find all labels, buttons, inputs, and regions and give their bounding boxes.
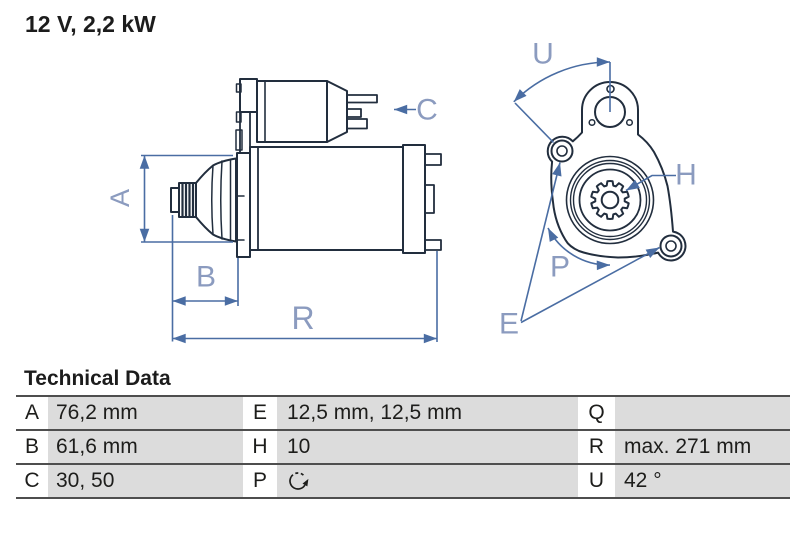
- clockwise-rotation-icon: [289, 472, 309, 490]
- dim-key: E: [243, 397, 277, 429]
- dim-value: 42 °: [615, 465, 790, 497]
- dim-key: U: [578, 465, 615, 497]
- table-row: B 61,6 mm H 10 R max. 271 mm: [16, 429, 790, 463]
- pinion-gear-front: [590, 180, 630, 220]
- drive-housing-cone: [195, 157, 237, 243]
- dim-label-e: E: [499, 308, 519, 341]
- solenoid-body: [256, 80, 328, 143]
- dim-key: A: [16, 397, 48, 429]
- dim-value: 61,6 mm: [48, 431, 243, 463]
- dim-value: 10: [277, 431, 578, 463]
- dim-value: [615, 397, 790, 429]
- flange-outline: [546, 81, 687, 262]
- page-title: 12 V, 2,2 kW: [25, 11, 156, 37]
- bolt-hole-upper: [550, 139, 574, 163]
- solenoid-terminal-rod: [346, 94, 378, 104]
- end-cap: [402, 144, 426, 254]
- dim-label-h: H: [675, 159, 697, 192]
- dim-label-p: P: [550, 251, 570, 284]
- dim-value: 76,2 mm: [48, 397, 243, 429]
- dim-key: P: [243, 465, 277, 497]
- mounting-plate-edge: [236, 152, 251, 258]
- front-view: [546, 81, 687, 262]
- dim-label-a: A: [105, 189, 135, 207]
- dim-label-c: C: [416, 94, 438, 127]
- dim-label-b: B: [196, 261, 216, 294]
- dim-key: Q: [578, 397, 615, 429]
- dimension-lines: [139, 57, 676, 344]
- dim-key: C: [16, 465, 48, 497]
- dim-key: B: [16, 431, 48, 463]
- table-title: Technical Data: [24, 367, 171, 390]
- pinion-shaft: [170, 187, 180, 213]
- motor-body: [249, 146, 404, 251]
- side-view: [170, 78, 442, 258]
- dim-label-r: R: [291, 300, 314, 336]
- bracket: [239, 78, 258, 113]
- dimension-labels: A B R C U H P E: [105, 38, 697, 341]
- dim-value: max. 271 mm: [615, 431, 790, 463]
- solenoid-cap: [326, 80, 348, 143]
- table-row: A 76,2 mm E 12,5 mm, 12,5 mm Q: [16, 395, 790, 429]
- technical-data-table: A 76,2 mm E 12,5 mm, 12,5 mm Q B 61,6 mm…: [16, 395, 790, 499]
- dim-key: R: [578, 431, 615, 463]
- dim-key: H: [243, 431, 277, 463]
- pinion-gear: [178, 182, 197, 218]
- dim-label-u: U: [532, 38, 554, 71]
- dim-value: 30, 50: [48, 465, 243, 497]
- bolt-hole-lower: [659, 234, 683, 258]
- dim-value: [277, 465, 578, 497]
- table-row: C 30, 50 P U 42 °: [16, 463, 790, 499]
- dim-value: 12,5 mm, 12,5 mm: [277, 397, 578, 429]
